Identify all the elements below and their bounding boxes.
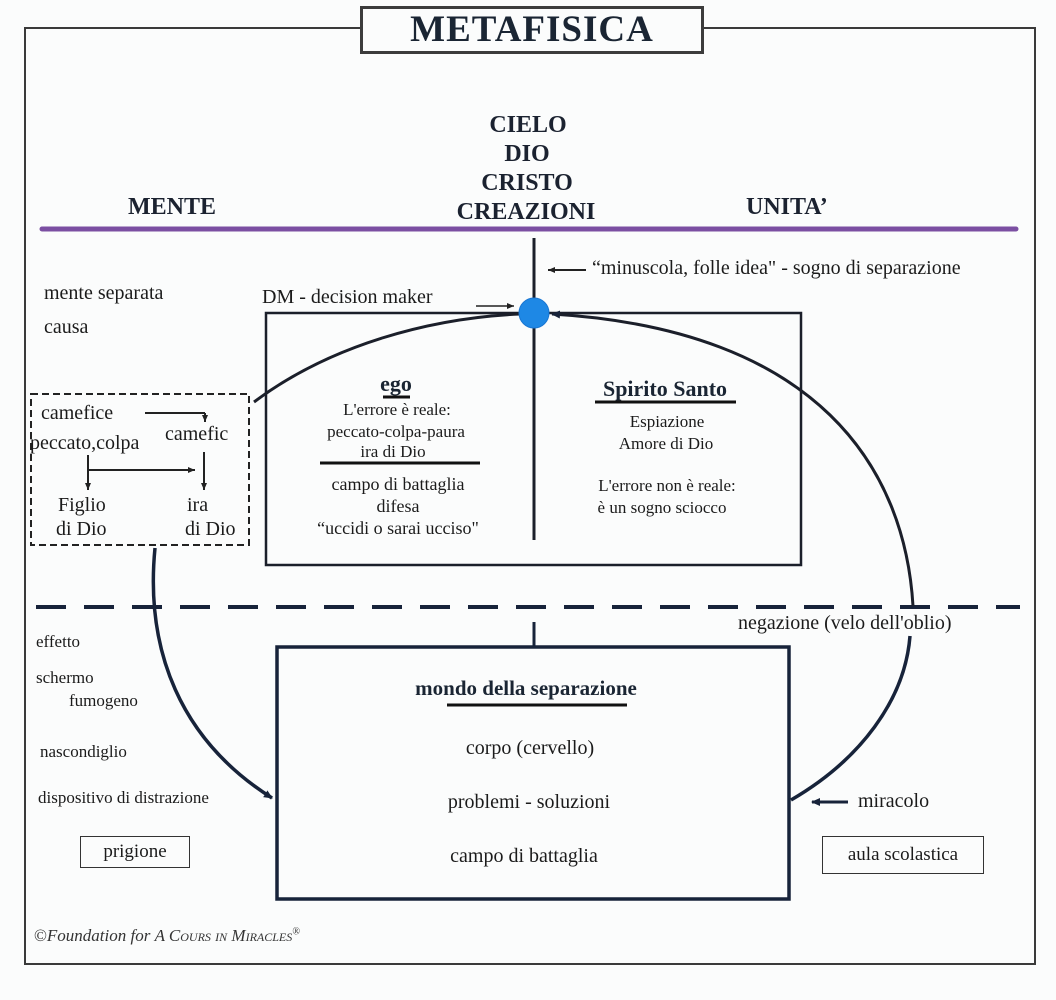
- page-title: METAFISICA: [360, 6, 704, 54]
- camefic-label: camefic: [165, 423, 229, 445]
- miracolo-label: miracolo: [858, 790, 930, 812]
- world-line-2: problemi - soluzioni: [447, 791, 611, 813]
- mad-idea-label: “minuscola, folle idea" - sogno di separ…: [592, 257, 961, 279]
- spirito-santo-heading: Spirito Santo: [602, 376, 728, 401]
- distrazione-label: dispositivo di distrazione: [38, 788, 209, 807]
- ego-line-2: peccato-colpa-paura: [327, 422, 465, 441]
- peccato-colpa-label: peccato,colpa: [30, 432, 140, 454]
- camefice-label: camefice: [41, 402, 114, 424]
- figlio-label: Figlio: [58, 494, 106, 516]
- causa-label: causa: [44, 316, 89, 338]
- copyright-footer: ©Foundation for A Cours in Miracles®: [34, 926, 300, 946]
- di-dio-left-label: di Dio: [56, 518, 107, 540]
- veil-label: negazione (velo dell'oblio): [736, 612, 954, 635]
- mente-separata-label: mente separata: [44, 282, 164, 304]
- ego-line-3: ira di Dio: [360, 442, 426, 461]
- copyright-icon: ©: [34, 926, 47, 945]
- ego-line-1: L'errore è reale:: [343, 400, 451, 419]
- world-box-outline: [275, 645, 791, 901]
- decision-maker-circle[interactable]: [518, 297, 550, 329]
- ira-label: ira: [187, 494, 209, 516]
- spirito-line-4: è un sogno sciocco: [597, 498, 727, 517]
- projection-arc: [151, 547, 273, 800]
- footer-text-b: A Cours in Miracles: [154, 926, 293, 945]
- nascondiglio-label: nascondiglio: [40, 742, 127, 761]
- cristo-label: CRISTO: [481, 170, 573, 196]
- holy-spirit-arc: [551, 310, 915, 607]
- world-line-1: corpo (cervello): [465, 737, 595, 759]
- mente-label: MENTE: [128, 194, 217, 220]
- ego-line-6: “uccidi o sarai ucciso": [317, 518, 479, 538]
- ego-heading: ego: [380, 371, 412, 396]
- registered-icon: ®: [292, 926, 300, 938]
- fumogeno-label: fumogeno: [69, 691, 138, 710]
- cielo-label: CIELO: [489, 112, 567, 138]
- ego-arc: [253, 312, 521, 404]
- dashed-box-outline: [30, 393, 250, 546]
- mondo-heading: mondo della separazione: [415, 676, 637, 700]
- dio-label: DIO: [504, 141, 550, 167]
- spirito-line-1: Espiazione: [629, 412, 705, 431]
- schermo-label: schermo: [36, 668, 94, 687]
- prigione-box: prigione: [80, 836, 190, 868]
- miracle-arc: [790, 635, 912, 802]
- aula-scolastica-box: aula scolastica: [822, 836, 984, 874]
- spirito-line-3: L'errore non è reale:: [598, 476, 736, 495]
- ego-line-5: difesa: [376, 496, 420, 516]
- effetto-label: effetto: [36, 632, 81, 651]
- ego-line-4: campo di battaglia: [331, 474, 465, 494]
- creazioni-label: CREAZIONI: [456, 199, 596, 225]
- footer-text-a: Foundation for: [46, 926, 155, 945]
- di-dio-right-label: di Dio: [185, 518, 236, 540]
- decision-maker-label: DM - decision maker: [262, 286, 433, 308]
- unita-label: UNITA’: [746, 194, 828, 220]
- spirito-line-2: Amore di Dio: [618, 434, 714, 453]
- world-line-3: campo di battaglia: [450, 845, 598, 867]
